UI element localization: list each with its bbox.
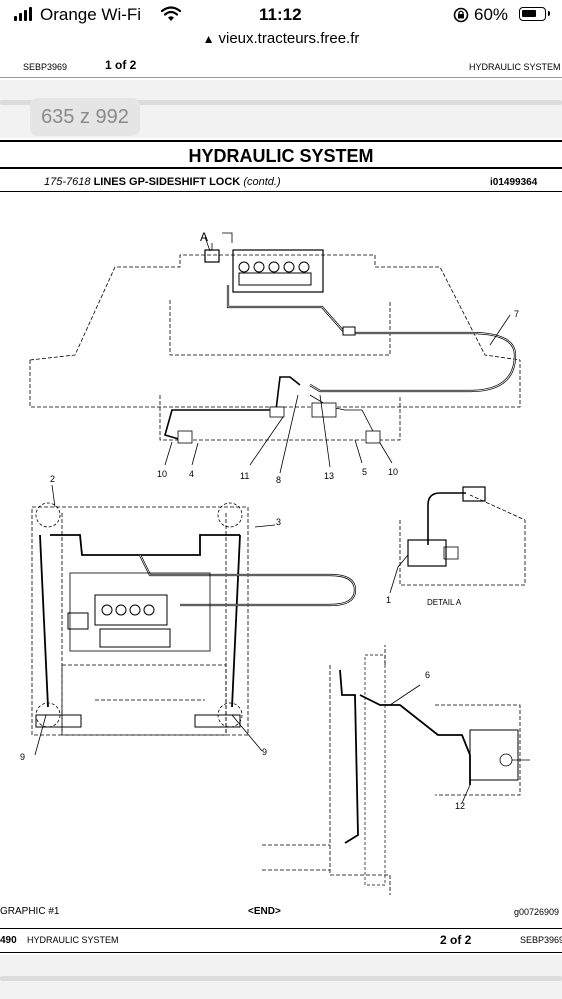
page2-doc-code: SEBP3969 — [520, 935, 562, 945]
url-bar[interactable]: ▲vieux.tracteurs.free.fr — [0, 30, 562, 47]
divider — [0, 167, 562, 169]
callout-label: 12 — [455, 801, 465, 811]
page1-page-label: 1 of 2 — [105, 58, 137, 72]
divider — [0, 140, 562, 142]
warning-triangle-icon: ▲ — [202, 32, 215, 46]
divider — [0, 928, 562, 929]
callout-label: 11 — [240, 471, 249, 481]
divider — [0, 191, 562, 192]
section-id: i01499364 — [490, 177, 538, 188]
graphic-code: g00726909 — [514, 907, 560, 917]
section-title: HYDRAULIC SYSTEM — [188, 146, 374, 166]
callout-label: 4 — [189, 469, 194, 479]
callout-label: 2 — [50, 474, 55, 484]
end-marker: <END> — [248, 906, 281, 917]
status-bar: Orange Wi-Fi 11:12 60% — [0, 0, 562, 30]
callout-label: A — [200, 230, 208, 244]
part-number: 175-7618 — [44, 176, 91, 188]
battery-percent: 60% — [474, 5, 509, 24]
clock: 11:12 — [259, 5, 302, 24]
page-separator — [0, 976, 562, 981]
page1-doc-code: SEBP3969 — [23, 62, 68, 72]
url-text: vieux.tracteurs.free.fr — [218, 30, 360, 47]
callout-label: 9 — [20, 752, 25, 762]
callout-label: 6 — [425, 670, 430, 680]
callout-label: 10 — [157, 469, 167, 479]
page2-page-label: 2 of 2 — [440, 933, 472, 947]
callout-label: 5 — [362, 467, 367, 477]
callout-label: 1 — [386, 595, 391, 605]
carrier-name: Orange Wi-Fi — [40, 5, 142, 24]
callout-label: 7 — [514, 309, 519, 319]
page-counter-badge: 635 z 992 — [30, 98, 140, 136]
section-subtitle: 175-7618 LINES GP-SIDESHIFT LOCK (contd.… — [44, 176, 281, 188]
page2-number: 490 — [0, 935, 17, 946]
wifi-icon — [160, 6, 182, 21]
rotation-lock-icon — [453, 7, 469, 23]
callout-label: 10 — [388, 467, 398, 477]
divider — [0, 952, 562, 953]
hydraulic-lines-diagram: A 7 10 4 11 8 13 5 10 2 3 1 DETAIL A 6 9… — [20, 230, 530, 895]
callout-label: 9 — [262, 747, 267, 757]
part-name: LINES GP-SIDESHIFT LOCK — [93, 176, 241, 188]
divider — [0, 77, 562, 78]
graphic-label: GRAPHIC #1 — [0, 906, 60, 917]
page-separator — [0, 100, 562, 105]
page2-title: HYDRAULIC SYSTEM — [27, 935, 119, 945]
callout-label: 3 — [276, 517, 281, 527]
part-continued: (contd.) — [243, 176, 281, 188]
page1-header-title: HYDRAULIC SYSTEM — [469, 62, 561, 72]
callout-label: 8 — [276, 475, 281, 485]
callout-label: 13 — [324, 471, 334, 481]
callout-label: DETAIL A — [427, 598, 462, 607]
battery-icon — [519, 7, 550, 21]
